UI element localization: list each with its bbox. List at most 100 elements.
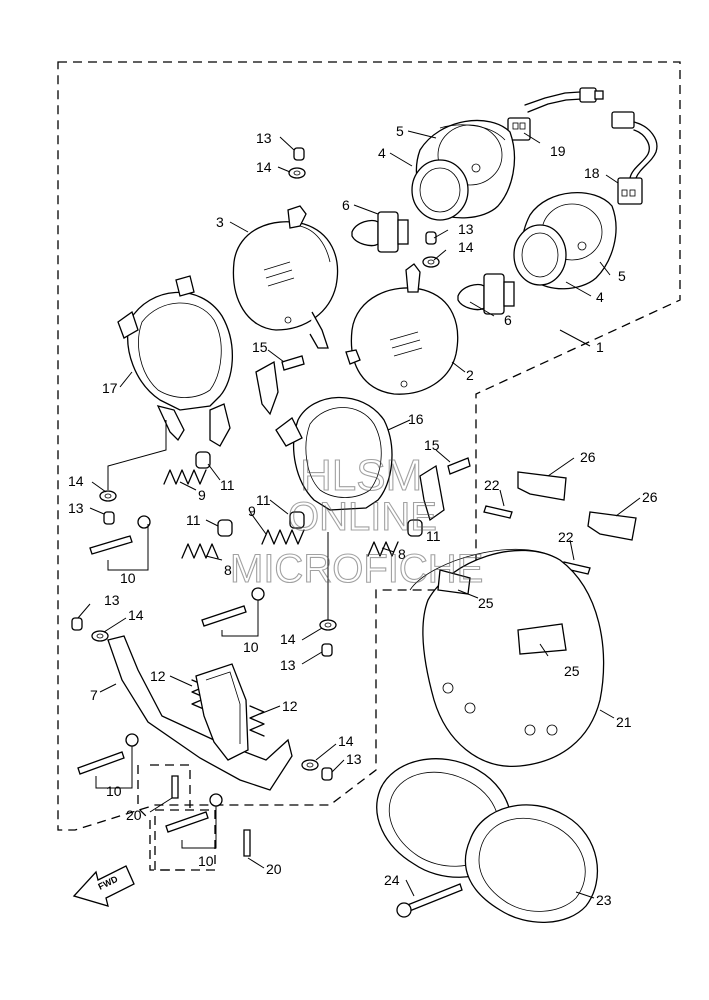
collar-11-c: [289, 511, 305, 529]
callout-14-b: 14: [458, 239, 474, 255]
screw-13-c: [103, 511, 115, 525]
callout-19: 19: [550, 143, 566, 159]
callout-6-lower: 6: [504, 312, 512, 328]
leader-lines: [77, 130, 641, 899]
screw-13-b: [425, 231, 437, 245]
spring-8-left: [181, 543, 219, 559]
callout-20-a: 20: [126, 807, 142, 823]
lamp-unit-3: [232, 205, 339, 349]
callout-5-upper: 5: [396, 123, 404, 139]
callout-13-b: 13: [458, 221, 474, 237]
callout-4-upper: 4: [378, 145, 386, 161]
watermark: HLSM ONLINE MICROFICHE: [229, 450, 483, 591]
callout-25-a: 25: [478, 595, 494, 611]
callout-8-left: 8: [224, 562, 232, 578]
washer-14-e: [319, 619, 337, 631]
callout-10-a: 10: [120, 570, 136, 586]
callout-26-b: 26: [642, 489, 658, 505]
callout-11-d: 11: [426, 528, 441, 544]
callout-14-e: 14: [280, 631, 296, 647]
callout-15-a: 15: [252, 339, 268, 355]
wire-harness-18: [611, 111, 658, 205]
callout-8-right: 8: [398, 546, 406, 562]
callout-14-d: 14: [128, 607, 144, 623]
callout-labels: 1 2 3 4 4 5 5 6 6 7 8 8 9 9 10 10 10 10 …: [68, 123, 658, 908]
callout-5-lower: 5: [618, 268, 626, 284]
collar-11-a: [195, 451, 211, 469]
lamp-unit-2: [345, 263, 459, 395]
bolt-20-b: [243, 829, 251, 857]
bolt-10-c: [77, 733, 139, 775]
lamp-bracket-16: [275, 396, 445, 522]
bolt-10-b: [201, 587, 265, 627]
bolt-15-b: [447, 457, 471, 475]
lamp-ring-upper: [411, 159, 469, 221]
callout-22-a: 22: [484, 477, 500, 493]
callout-24: 24: [384, 872, 400, 888]
callout-15-b: 15: [424, 437, 440, 453]
callout-22-b: 22: [558, 529, 574, 545]
lamp-ring-lower: [513, 224, 567, 286]
callout-26-a: 26: [580, 449, 596, 465]
screw-13-f: [321, 767, 333, 781]
callout-13-f: 13: [346, 751, 362, 767]
plate-26-b: [587, 511, 637, 541]
callout-1: 1: [596, 339, 604, 355]
spring-12-right: [249, 705, 265, 737]
bulb-lower: [457, 273, 515, 315]
callout-13-e: 13: [280, 657, 296, 673]
callout-13-d: 13: [104, 592, 120, 608]
callout-13-c: 13: [68, 500, 84, 516]
callout-10-b: 10: [243, 639, 259, 655]
bolt-20-a: [171, 775, 179, 799]
watermark-line-3: MICROFICHE: [230, 547, 483, 591]
callout-17: 17: [102, 380, 118, 396]
washer-14-a: [288, 167, 306, 179]
callout-14-a: 14: [256, 159, 272, 175]
bolt-24: [396, 883, 463, 918]
callout-23: 23: [596, 892, 612, 908]
callout-3: 3: [216, 214, 224, 230]
bolt-15-a: [281, 355, 305, 371]
callout-10-d: 10: [198, 853, 214, 869]
callout-20-b: 20: [266, 861, 282, 877]
callout-12-right: 12: [282, 698, 298, 714]
bulb-upper: [351, 211, 409, 253]
callout-11-c: 11: [256, 492, 271, 508]
callout-2: 2: [466, 367, 474, 383]
headlight-shell-21: [409, 548, 605, 767]
bolt-22-a: [483, 505, 513, 519]
callout-11-b: 11: [186, 512, 201, 528]
spring-8-right: [367, 541, 399, 557]
bolt-10-d: [165, 793, 223, 833]
washer-14-d: [91, 630, 109, 642]
plate-26-a: [517, 471, 567, 501]
assembly-boundary: [57, 61, 681, 871]
screw-13-e: [321, 643, 333, 657]
bolt-10-a: [89, 515, 151, 555]
callout-14-c: 14: [68, 473, 84, 489]
washer-14-c: [99, 490, 117, 502]
callout-4-lower: 4: [596, 289, 604, 305]
spring-9-left: [163, 469, 207, 485]
callout-18: 18: [584, 165, 600, 181]
callout-21: 21: [616, 714, 632, 730]
callout-9-mid: 9: [248, 503, 256, 519]
callout-12-left: 12: [150, 668, 166, 684]
lamp-bracket-17: [117, 275, 279, 447]
watermark-line-1: HLSM: [300, 451, 422, 500]
collar-11-d: [407, 519, 423, 537]
washer-14-b: [422, 256, 440, 268]
callout-10-c: 10: [106, 783, 122, 799]
screw-13-d: [71, 617, 83, 631]
callout-7: 7: [90, 687, 98, 703]
watermark-line-2: ONLINE: [288, 495, 437, 539]
callout-11-a: 11: [220, 477, 235, 493]
washer-14-f: [301, 759, 319, 771]
callout-9-left: 9: [198, 487, 206, 503]
wire-harness-19: [507, 87, 604, 141]
lamp-stay-7: [107, 635, 293, 791]
spring-9-mid: [261, 529, 305, 545]
screw-13-a: [293, 147, 305, 161]
